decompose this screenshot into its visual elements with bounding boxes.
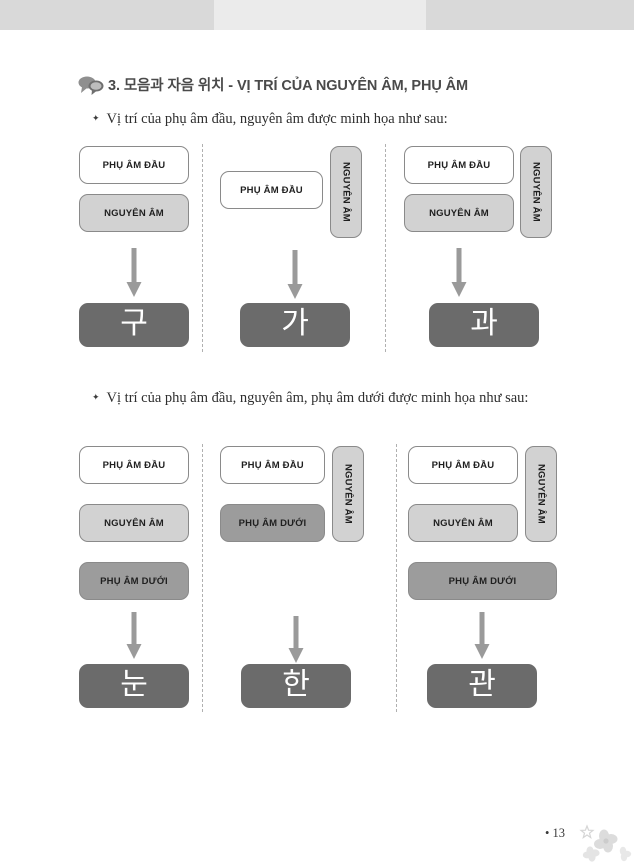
page-number: • 13 (545, 826, 566, 840)
banner-segment-left (0, 0, 214, 30)
flow-arrow-down (126, 612, 142, 660)
column-divider-1 (202, 144, 203, 352)
result-syllable-box[interactable]: 구 (79, 303, 189, 347)
bullet-text-first: Vị trí của phụ âm đầu, nguyên âm được mi… (106, 111, 448, 127)
flow-arrow-down (474, 612, 490, 660)
box-initial-consonant[interactable]: PHỤ ÂM ĐẦU (79, 146, 189, 184)
box-initial-consonant[interactable]: PHỤ ÂM ĐẦU (408, 446, 518, 484)
box-final-consonant-wide[interactable]: PHỤ ÂM DƯỚI (408, 562, 557, 600)
box-vowel[interactable]: NGUYÊN ÂM (79, 504, 189, 542)
box-vowel[interactable]: NGUYÊN ÂM (79, 194, 189, 232)
column-divider-1 (202, 444, 203, 712)
flow-arrow-down (451, 248, 467, 298)
result-syllable-box[interactable]: 눈 (79, 664, 189, 708)
bullet-marker-icon: ✦ (92, 392, 100, 402)
box-initial-consonant[interactable]: PHỤ ÂM ĐẦU (79, 446, 189, 484)
bullet-text-second: Vị trí của phụ âm đầu, nguyên âm, phụ âm… (106, 390, 529, 406)
result-syllable-box[interactable]: 가 (240, 303, 350, 347)
box-vowel-vertical[interactable]: NGUYÊN ÂM (332, 446, 364, 542)
banner-segment-right (426, 0, 634, 30)
column-divider-2 (385, 144, 386, 352)
box-final-consonant[interactable]: PHỤ ÂM DƯỚI (220, 504, 325, 542)
flow-arrow-down (288, 616, 304, 664)
box-vowel-vertical[interactable]: NGUYÊN ÂM (330, 146, 362, 238)
banner-segment-middle (214, 0, 426, 30)
box-final-consonant[interactable]: PHỤ ÂM DƯỚI (79, 562, 189, 600)
box-vowel-vertical[interactable]: NGUYÊN ÂM (520, 146, 552, 238)
flow-arrow-down (287, 250, 303, 300)
box-vowel[interactable]: NGUYÊN ÂM (408, 504, 518, 542)
page-title: 3. 모음과 자음 위치 - VỊ TRÍ CỦA NGUYÊN ÂM, PHỤ… (108, 78, 469, 94)
page-footer: • 13 (540, 824, 634, 862)
diagram-group-with-final-consonant: PHỤ ÂM ĐẦU NGUYÊN ÂM PHỤ ÂM DƯỚI 눈 PHỤ Â… (0, 440, 634, 720)
box-initial-consonant[interactable]: PHỤ ÂM ĐẦU (220, 446, 325, 484)
result-syllable-box[interactable]: 한 (241, 664, 351, 708)
result-syllable-box[interactable]: 관 (427, 664, 537, 708)
box-initial-consonant[interactable]: PHỤ ÂM ĐẦU (404, 146, 514, 184)
flow-arrow-down (126, 248, 142, 298)
result-syllable-box[interactable]: 과 (429, 303, 539, 347)
bullet-item-first: ✦ Vị trí của phụ âm đầu, nguyên âm được … (92, 109, 562, 129)
box-initial-consonant[interactable]: PHỤ ÂM ĐẦU (220, 171, 323, 209)
top-banner (0, 0, 634, 30)
bullet-item-second: ✦ Vị trí của phụ âm đầu, nguyên âm, phụ … (92, 388, 562, 408)
column-divider-2 (396, 444, 397, 712)
flower-decoration-icon (578, 822, 634, 867)
bullet-marker-icon: ✦ (92, 113, 100, 123)
diagram-group-vowel-consonant: PHỤ ÂM ĐẦU NGUYÊN ÂM 구 PHỤ ÂM ĐẦU NGUYÊN… (0, 140, 634, 360)
section-heading: 3. 모음과 자음 위치 - VỊ TRÍ CỦA NGUYÊN ÂM, PHỤ… (78, 74, 468, 95)
box-vowel[interactable]: NGUYÊN ÂM (404, 194, 514, 232)
box-vowel-vertical[interactable]: NGUYÊN ÂM (525, 446, 557, 542)
speech-bubbles-icon (78, 75, 104, 95)
